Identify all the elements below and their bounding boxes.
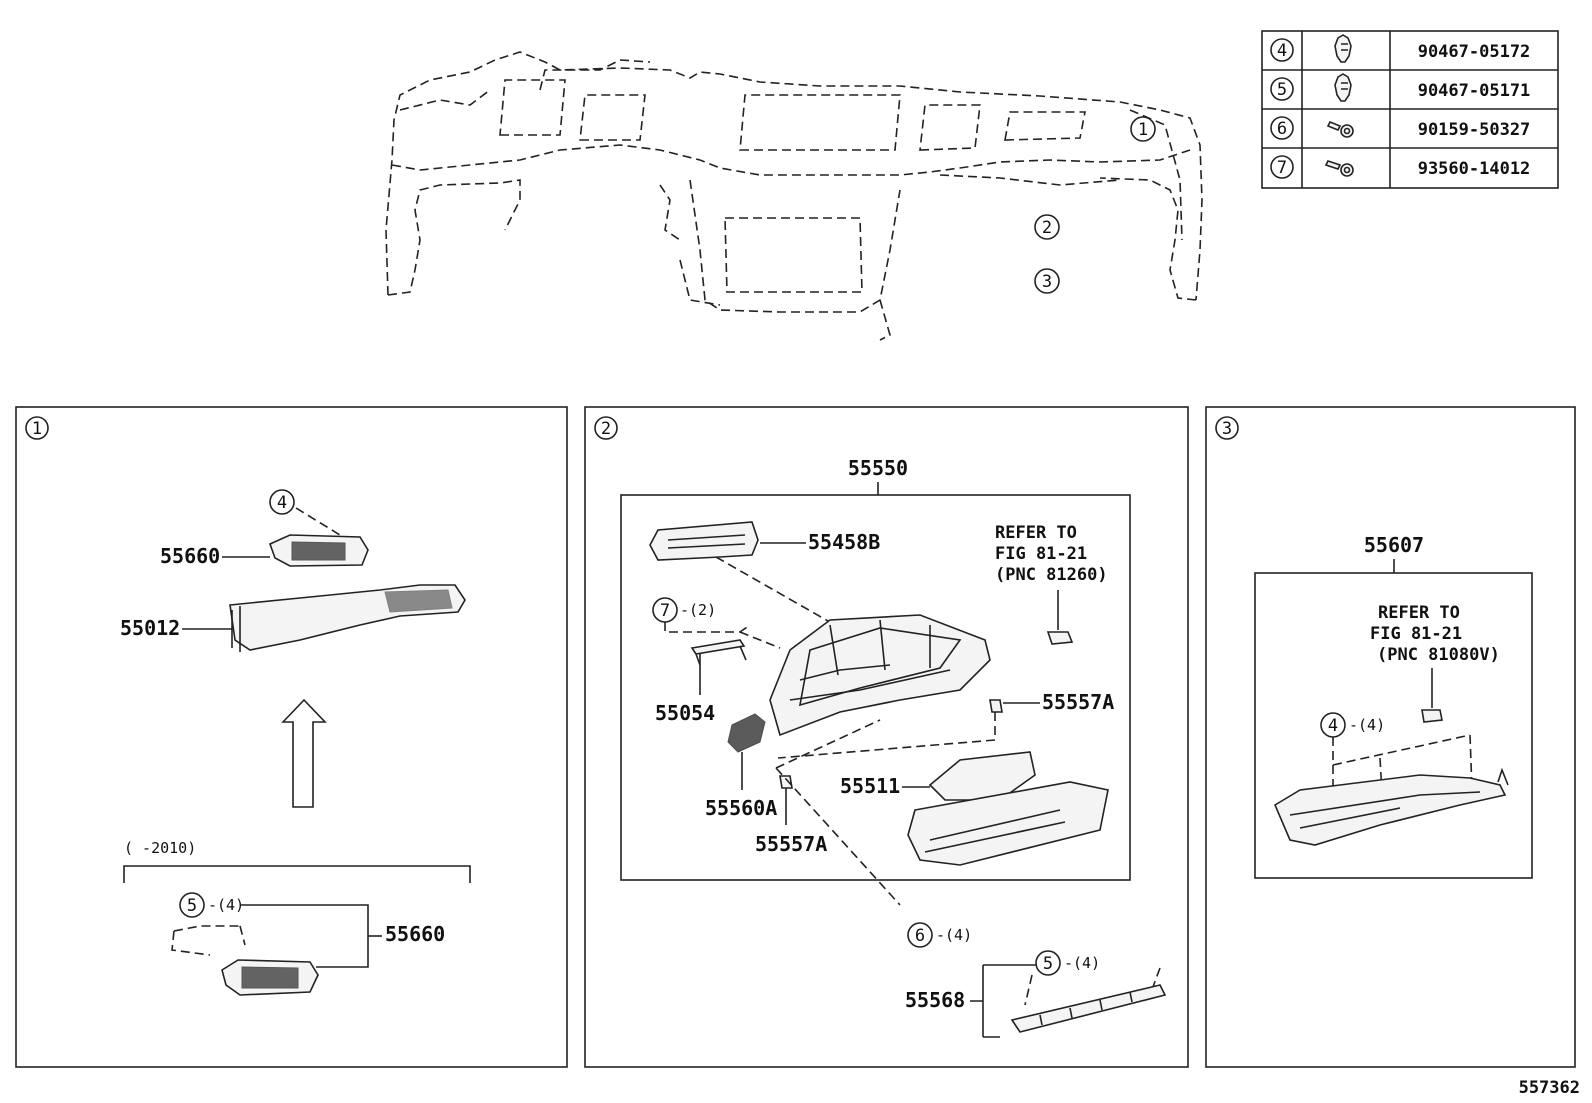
callout-5 — [179, 892, 205, 918]
table-part-number: 90467-05171 — [1418, 81, 1531, 101]
table-part-number: 90159-50327 — [1418, 120, 1531, 140]
overview-callout-3: 3 — [1034, 268, 1060, 294]
panel-2: 2 55550 55458B REFER TO FIG 81-21 (PNC 8… — [584, 406, 1189, 1068]
callout-6 — [907, 922, 933, 948]
lock-part — [727, 713, 766, 753]
table-part-number: 90467-05172 — [1418, 42, 1531, 62]
parts-table-row: 6 90159-50327 — [1270, 116, 1531, 140]
part-label-55550: 55550 — [848, 456, 908, 480]
trim-panel-part — [649, 521, 759, 561]
svg-text:-(2): -(2) — [680, 601, 716, 619]
svg-text:-(4): -(4) — [1064, 954, 1100, 972]
air-vent-part — [268, 534, 369, 567]
connector-part — [1046, 631, 1074, 645]
part-label-55660: 55660 — [385, 922, 445, 946]
svg-text:1: 1 — [1138, 120, 1148, 140]
part-label-55557A: 55557A — [1042, 690, 1114, 714]
part-label-55511: 55511 — [840, 774, 900, 798]
panel-number: 2 — [601, 419, 611, 439]
svg-text:4: 4 — [1328, 716, 1338, 736]
svg-text:6: 6 — [915, 926, 925, 946]
clip-part — [779, 775, 793, 789]
part-label-55660: 55660 — [160, 544, 220, 568]
arrow-up-icon — [281, 698, 327, 808]
table-ref-number: 5 — [1277, 80, 1287, 100]
svg-text:5: 5 — [1043, 954, 1053, 974]
refer-note-line: (PNC 81260) — [995, 565, 1108, 585]
panel-number: 1 — [32, 419, 42, 439]
part-label-55557A: 55557A — [755, 832, 827, 856]
instrument-panel-part — [229, 584, 466, 652]
refer-note-line: (PNC 81080V) — [1377, 645, 1500, 665]
panel-3: 3 55607 REFER TO FIG 81-21 (PNC 81080V) … — [1205, 406, 1576, 1068]
parts-table: 4 90467-05172 5 90467-05171 6 — [1261, 30, 1559, 189]
table-ref-number: 7 — [1277, 158, 1287, 178]
table-part-number: 93560-14012 — [1418, 159, 1531, 179]
part-label-55054: 55054 — [655, 701, 715, 725]
svg-text:3: 3 — [1042, 272, 1052, 292]
refer-note-line: FIG 81-21 — [995, 544, 1087, 564]
clip-icon — [1334, 73, 1352, 102]
part-label-55560A: 55560A — [705, 796, 777, 820]
refer-note-line: REFER TO — [1378, 603, 1460, 623]
screw-icon — [1326, 120, 1354, 138]
clip-part — [989, 699, 1003, 713]
callout-4 — [269, 489, 295, 515]
table-ref-number: 6 — [1277, 119, 1287, 139]
overview-callout-2: 2 — [1034, 214, 1060, 240]
trim-strip-part — [1010, 984, 1167, 1033]
callout-5 — [1035, 950, 1061, 976]
part-label-55568: 55568 — [905, 988, 965, 1012]
part-label-55607: 55607 — [1364, 533, 1424, 557]
under-cover-part — [1273, 767, 1509, 846]
svg-text:7: 7 — [660, 601, 670, 621]
figure-id: 557362 — [1519, 1078, 1580, 1098]
clip-icon — [1334, 34, 1352, 63]
svg-text:5: 5 — [187, 896, 197, 916]
glove-box-frame-part — [769, 614, 991, 737]
svg-text:-(4): -(4) — [208, 896, 244, 914]
part-label-55458B: 55458B — [808, 530, 880, 554]
panel-number: 3 — [1222, 419, 1232, 439]
dashboard-overview-outline: 1 2 3 — [385, 51, 1203, 341]
damper-part — [690, 639, 746, 655]
glove-box-door-part — [907, 751, 1109, 866]
year-range: ( -2010) — [124, 839, 196, 857]
parts-table-row: 5 90467-05171 — [1270, 73, 1531, 102]
svg-text:2: 2 — [1042, 218, 1052, 238]
refer-note-line: REFER TO — [995, 523, 1077, 543]
part-label-55012: 55012 — [120, 616, 180, 640]
connector-part — [1421, 709, 1443, 723]
svg-text:-(4): -(4) — [1349, 716, 1385, 734]
svg-text:-(4): -(4) — [936, 926, 972, 944]
overview-callout-1: 1 — [1130, 116, 1156, 142]
parts-table-row: 4 90467-05172 — [1270, 34, 1531, 63]
refer-note-line: FIG 81-21 — [1370, 624, 1462, 644]
svg-text:4: 4 — [277, 493, 287, 513]
screw-icon — [1324, 160, 1354, 177]
air-vent-part — [221, 959, 319, 996]
parts-table-row: 7 93560-14012 — [1270, 155, 1531, 179]
panel-1: 1 4 55660 55012 ( -2010) 5 -(4) 556 — [15, 406, 568, 1068]
table-ref-number: 4 — [1277, 41, 1287, 61]
